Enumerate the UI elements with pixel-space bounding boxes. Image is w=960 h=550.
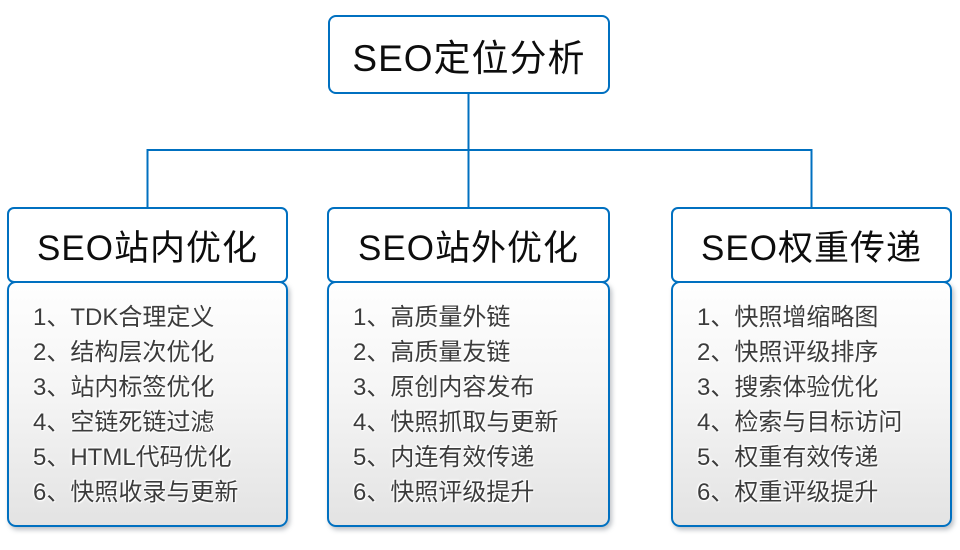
list-item: 3、搜索体验优化: [697, 374, 879, 401]
node-offsite-title: SEO站外优化: [358, 228, 579, 268]
list-item: 2、结构层次优化: [33, 339, 215, 366]
node-weight-title: SEO权重传递: [701, 228, 922, 268]
weight-item-list: 1、快照增缩略图 2、快照评级排序 3、搜索体验优化 4、检索与目标访问 5、权…: [671, 281, 952, 527]
root-node-title: SEO定位分析: [352, 37, 586, 79]
list-item: 5、内连有效传递: [353, 444, 535, 471]
offsite-item-list: 1、高质量外链 2、高质量友链 3、原创内容发布 4、快照抓取与更新 5、内连有…: [327, 281, 610, 527]
onsite-item-list: 1、TDK合理定义 2、结构层次优化 3、站内标签优化 4、空链死链过滤 5、H…: [7, 281, 288, 527]
node-weight-transfer: SEO权重传递: [671, 207, 952, 283]
node-onsite-title: SEO站内优化: [37, 228, 258, 268]
list-item: 5、HTML代码优化: [33, 444, 232, 471]
list-item: 3、原创内容发布: [353, 374, 535, 401]
list-item: 4、检索与目标访问: [697, 409, 903, 436]
list-item: 1、快照增缩略图: [697, 304, 879, 331]
node-onsite-optimization: SEO站内优化: [7, 207, 288, 283]
list-item: 3、站内标签优化: [33, 374, 215, 401]
list-item: 1、高质量外链: [353, 304, 511, 331]
list-item: 6、快照评级提升: [353, 479, 535, 506]
node-offsite-optimization: SEO站外优化: [327, 207, 610, 283]
list-item: 6、快照收录与更新: [33, 479, 239, 506]
root-node-seo-positioning: SEO定位分析: [328, 15, 610, 94]
list-item: 4、空链死链过滤: [33, 409, 215, 436]
list-item: 2、高质量友链: [353, 339, 511, 366]
list-item: 2、快照评级排序: [697, 339, 879, 366]
list-item: 5、权重有效传递: [697, 444, 879, 471]
list-item: 6、权重评级提升: [697, 479, 879, 506]
list-item: 4、快照抓取与更新: [353, 409, 559, 436]
list-item: 1、TDK合理定义: [33, 304, 215, 331]
